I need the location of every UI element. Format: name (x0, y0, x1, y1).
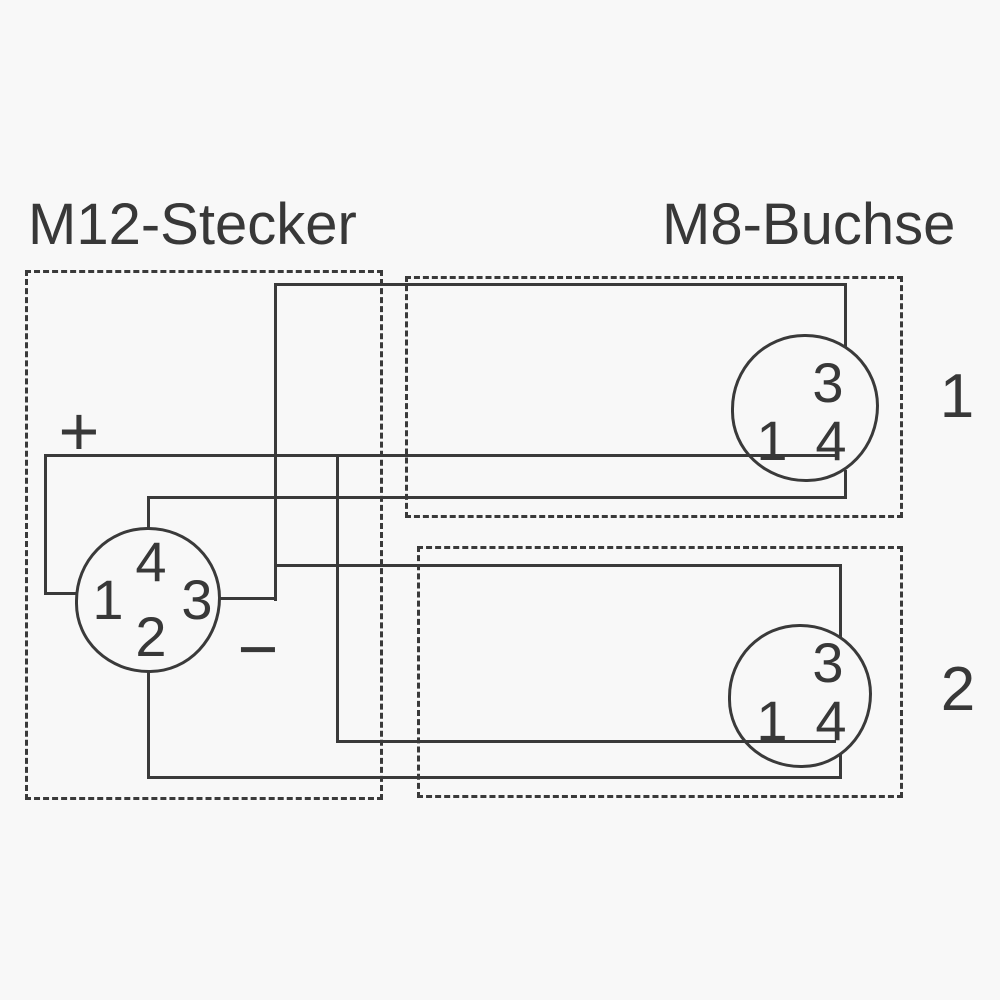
plus-label: + (58, 392, 100, 470)
socket-2-pin-1: 1 (756, 689, 788, 752)
wire-segment (274, 283, 277, 601)
m12-pin-2: 2 (135, 605, 167, 668)
wire-segment (844, 283, 847, 347)
wire-segment (839, 564, 842, 637)
wire-segment (336, 454, 339, 743)
wire-segment (275, 283, 847, 286)
socket-2-pin-4: 4 (815, 689, 847, 752)
m12-pin-3: 3 (181, 568, 213, 631)
m12-pin-1: 1 (92, 568, 124, 631)
m8-socket-2-circle (728, 624, 872, 768)
wire-segment (44, 454, 839, 457)
m12-connector-circle (75, 527, 221, 673)
m8-socket-1-circle (731, 334, 879, 482)
socket-1-pin-4: 4 (815, 409, 847, 472)
wire-segment (336, 740, 836, 743)
socket-2-pin-3: 3 (812, 631, 844, 694)
m12-pin-4: 4 (135, 530, 167, 593)
m8-socket-2-box (417, 546, 903, 798)
m12-connector-title: M12-Stecker (28, 192, 357, 257)
m8-socket-1-box (405, 276, 903, 518)
minus-label: − (237, 610, 279, 688)
wire-segment (219, 597, 277, 600)
m8-connector-title: M8-Buchse (662, 192, 956, 257)
wire-segment (844, 470, 847, 499)
wire-segment (44, 592, 77, 595)
wire-segment (44, 454, 47, 594)
wire-segment (147, 776, 842, 779)
socket-2-label: 2 (940, 655, 976, 724)
wire-segment (147, 496, 150, 530)
m12-connector-box (25, 270, 383, 800)
wire-segment (147, 671, 150, 778)
socket-1-label: 1 (939, 362, 975, 431)
socket-1-pin-3: 3 (812, 351, 844, 414)
wire-segment (839, 753, 842, 779)
wire-segment (274, 564, 842, 567)
wire-segment (147, 496, 847, 499)
socket-1-pin-1: 1 (756, 409, 788, 472)
